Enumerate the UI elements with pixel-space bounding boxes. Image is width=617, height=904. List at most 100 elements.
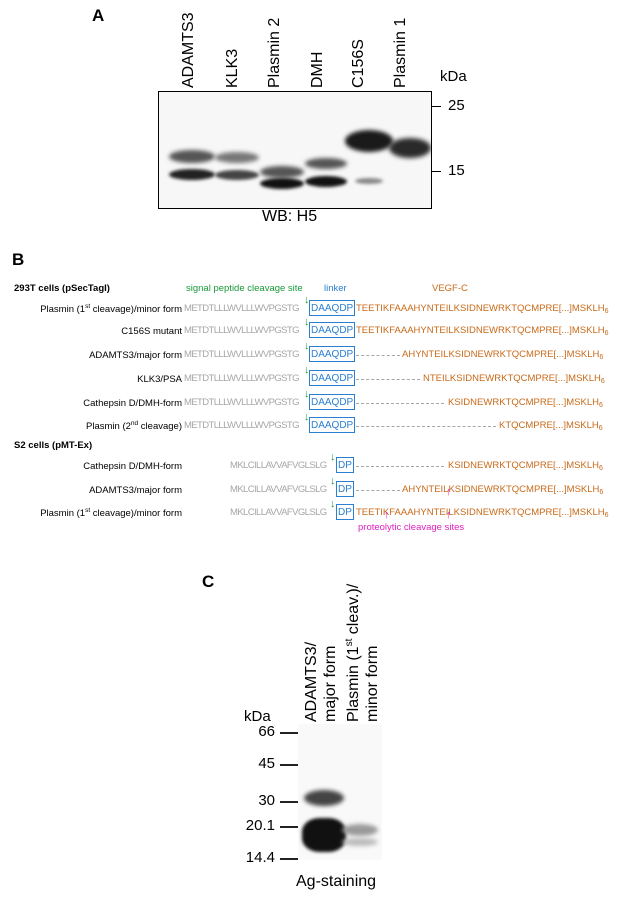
marker-label-20: 20.1 [245,817,275,834]
vegfc-seq: NTEILKSIDNEWRKTQCMPRE[...]MSKLH6 [423,373,605,385]
lane-label-dmh: DMH [309,51,326,88]
cleavage-arrow-icon: ↓ [304,316,310,328]
cleavage-arrow-icon: ↓ [304,364,310,376]
lane-label-adamts3-major: ADAMTS3/ major form [303,641,339,722]
sequence-row: Plasmin (1st cleavage)/minor form MKLCIL… [0,498,617,523]
linker-box: DP [336,504,354,520]
sequence-row: ADAMTS3/major form MKLCILLAVVAFVGLSLG ↓ … [0,475,617,500]
signal-peptide-seq: MKLCILLAVVAFVGLSLG [230,460,327,471]
lane-label-plasmin-minor: Plasmin (1st cleav.)/ minor form [344,583,381,722]
row-name: Cathepsin D/DMH-form [83,398,182,409]
marker-label-45: 45 [258,755,275,772]
marker-label-15: 15 [448,162,465,179]
lane-label-adamts3: ADAMTS3 [180,12,197,88]
proteolytic-arrow-icon: ↑ [446,486,452,498]
marker-tick-15 [432,171,441,172]
panel-b-label: B [12,250,25,269]
header-vegfc: VEGF-C [432,283,468,294]
linker-box: DAAQDP [309,370,356,386]
gap-dash [356,403,444,404]
blot-band [169,150,215,163]
marker-tick-30 [280,801,298,803]
section-293t: 293T cells (pSecTagI) [14,283,110,294]
gap-dash [356,490,400,491]
gel-band [304,790,344,806]
header-linker: linker [324,283,347,294]
sequence-row: C156S mutant METDTLLLWVLLLWVPGSTG ↓ DAAQ… [0,316,617,341]
gap-dash [356,355,400,356]
marker-tick-25 [432,106,441,107]
cleavage-arrow-icon: ↓ [304,340,310,352]
gap-dash [356,466,444,467]
signal-peptide-seq: METDTLLLWVLLLWVPGSTG [184,349,299,360]
row-name: Plasmin (2nd cleavage) [86,420,182,432]
linker-box: DAAQDP [309,322,356,338]
marker-label-30: 30 [258,792,275,809]
panel-a-label: A [92,6,105,25]
proteolytic-arrow-icon: ↑ [384,509,390,521]
section-s2: S2 cells (pMT-Ex) [14,440,93,451]
cleavage-arrow-icon: ↓ [330,451,336,463]
signal-peptide-seq: METDTLLLWVLLLWVPGSTG [184,303,299,314]
vegfc-seq: KSIDNEWRKTQCMPRE[...]MSKLH6 [448,460,603,472]
blot-band [215,152,259,163]
sequence-row: ADAMTS3/major form METDTLLLWVLLLWVPGSTG … [0,340,617,365]
blot-band [305,158,347,169]
marker-label-25: 25 [448,97,465,114]
linker-box: DP [336,481,354,497]
linker-box: DAAQDP [309,394,356,410]
gap-dash [356,426,496,427]
row-name: ADAMTS3/major form [89,485,182,496]
blot-band [169,169,215,180]
marker-label-14: 14.4 [245,849,275,866]
vegfc-seq: TEETIKFAAAHYNTEILKSIDNEWRKTQCMPRE[...]MS… [356,303,609,315]
signal-peptide-seq: MKLCILLAVVAFVGLSLG [230,507,327,518]
gel-band [342,838,378,846]
blot-band [305,176,347,187]
sequence-row: Plasmin (1st cleavage)/minor form METDTL… [0,294,617,319]
vegfc-seq: TEETIKFAAAHYNTEILKSIDNEWRKTQCMPRE[...]MS… [356,325,609,337]
cleavage-arrow-icon: ↓ [330,498,336,510]
marker-tick-20 [280,826,298,828]
blot-band [260,166,304,178]
row-name: Plasmin (1st cleavage)/minor form [40,507,182,519]
gel-band [302,818,346,852]
lane-label-c156s: C156S [350,39,367,88]
signal-peptide-seq: METDTLLLWVLLLWVPGSTG [184,420,299,431]
row-name: C156S mutant [121,326,182,337]
lane-label-plasmin1: Plasmin 1 [392,17,409,88]
linker-box: DP [336,457,354,473]
gap-dash [356,379,420,380]
vegfc-seq: AHYNTEILKSIDNEWRKTQCMPRE[...]MSKLH6 [402,484,604,496]
blot-band [345,130,393,152]
sequence-row: Cathepsin D/DMH-form MKLCILLAVVAFVGLSLG … [0,451,617,476]
marker-tick-14 [280,858,298,860]
vegfc-seq: KSIDNEWRKTQCMPRE[...]MSKLH6 [448,397,603,409]
cleavage-arrow-icon: ↓ [304,411,310,423]
marker-label-66: 66 [258,723,275,740]
marker-tick-45 [280,764,298,766]
header-signal-site: signal peptide cleavage site [186,283,303,294]
linker-box: DAAQDP [309,417,356,433]
western-blot [158,91,432,209]
row-name: ADAMTS3/major form [89,350,182,361]
blot-band [260,178,304,189]
gel-caption: Ag-staining [296,873,377,890]
vegfc-seq: KTQCMPRE[...]MSKLH6 [499,420,603,432]
vegfc-seq: TEETIKFAAAHYNTEILKSIDNEWRKTQCMPRE[...]MS… [356,507,609,519]
row-name: KLK3/PSA [137,374,182,385]
cleavage-arrow-icon: ↓ [330,475,336,487]
linker-box: DAAQDP [309,300,356,316]
proteolytic-caption: proteolytic cleavage sites [358,522,465,533]
kda-label-c: kDa [244,708,271,725]
kda-label-a: kDa [440,68,467,85]
panel-c-label: C [202,572,215,591]
vegfc-seq: AHYNTEILKSIDNEWRKTQCMPRE[...]MSKLH6 [402,349,604,361]
row-name: Plasmin (1st cleavage)/minor form [40,303,182,315]
linker-box: DAAQDP [309,346,356,362]
signal-peptide-seq: METDTLLLWVLLLWVPGSTG [184,373,299,384]
lane-label-klk3: KLK3 [224,48,241,88]
marker-tick-66 [280,732,298,734]
blot-band [215,170,259,180]
blot-band [389,138,431,158]
